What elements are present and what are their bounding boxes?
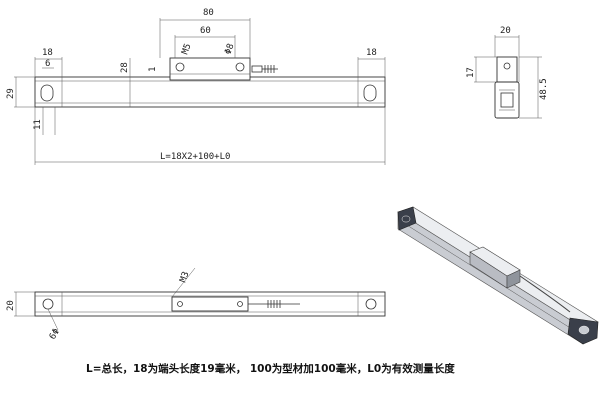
side-view: 20 17 48.5 <box>466 26 549 119</box>
right-mount-slot <box>363 84 377 102</box>
cable-strain-relief <box>264 65 275 73</box>
dim-18-right-label: 18 <box>366 48 377 58</box>
front-scale-body <box>34 76 386 108</box>
reading-head <box>169 57 251 81</box>
dim-phi8-label: Φ8 <box>223 42 236 56</box>
isometric-view <box>397 206 599 345</box>
top-right-mount-hole <box>365 298 377 310</box>
side-profile-bottom <box>494 81 520 119</box>
top-dim-m3-label: M3 <box>178 270 191 284</box>
top-view: M3 20 6Φ <box>6 267 386 342</box>
top-reading-head <box>171 296 249 312</box>
cable-connector <box>251 65 263 73</box>
side-dim-20-label: 20 <box>500 26 511 36</box>
dim-11-label: 11 <box>33 119 43 130</box>
dim-6-label: 6 <box>45 59 50 69</box>
dim-28-label: 28 <box>120 62 130 73</box>
dim-80-label: 80 <box>203 8 214 18</box>
dim-29-label: 29 <box>6 88 16 99</box>
side-dim-48-5-label: 48.5 <box>539 78 549 100</box>
iso-left-endcap <box>397 206 417 231</box>
dim-18-left-label: 18 <box>42 48 53 58</box>
length-note: L=总长，18为端头长度19毫米， 100为型材加100毫米，L0为有效测量长度 <box>86 362 455 375</box>
left-mount-slot <box>40 84 54 102</box>
top-dim-20-label: 20 <box>6 300 16 311</box>
iso-head-side <box>506 269 521 289</box>
iso-cable <box>519 275 571 313</box>
dim-total-length-label: L=18X2+100+L0 <box>160 152 230 162</box>
dim-m5-label: M5 <box>180 42 193 56</box>
side-profile-top <box>496 56 518 83</box>
top-dim-phi6-label: 6Φ <box>48 327 62 341</box>
dim-1-label: 1 <box>148 67 158 72</box>
top-cable-relief <box>267 300 281 308</box>
dim-60-label: 60 <box>200 26 211 36</box>
side-dim-17-label: 17 <box>466 67 476 78</box>
front-view: 80 60 M5 Φ8 18 6 28 1 18 29 11 <box>6 8 386 165</box>
